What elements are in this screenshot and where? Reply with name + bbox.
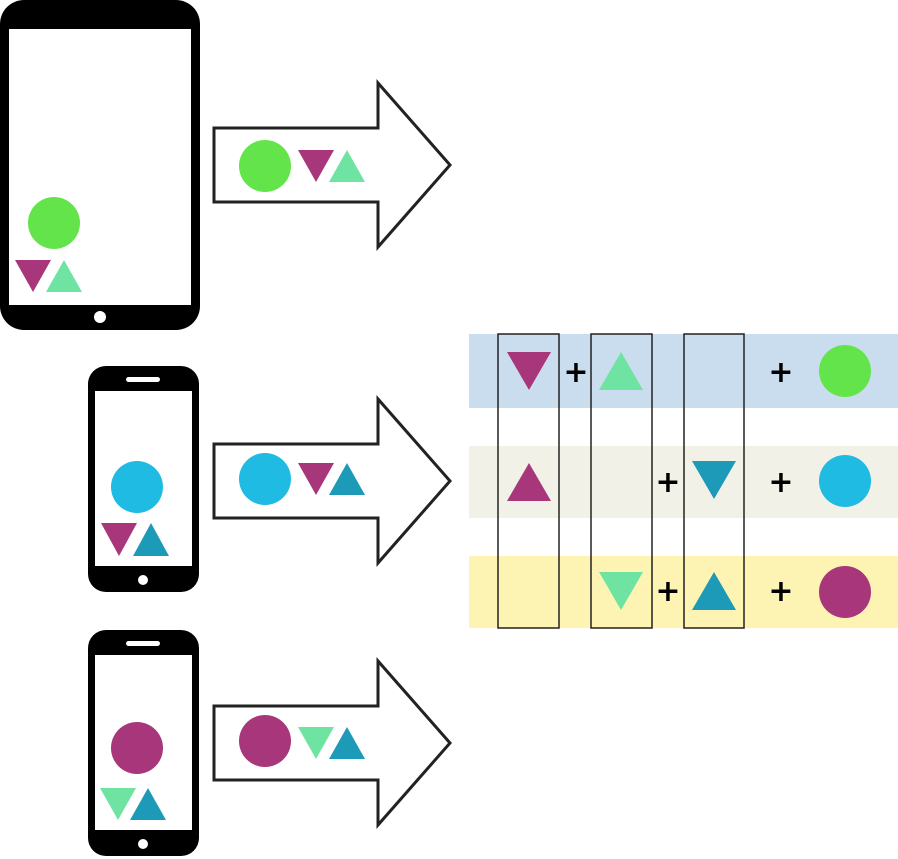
- devices-group: [0, 0, 200, 856]
- row-1-result-circle: [819, 345, 871, 397]
- arrow-2-circle-shape: [239, 453, 291, 505]
- phone-2-home-button: [138, 839, 148, 849]
- phone-1-down-triangle: [101, 523, 137, 556]
- row-1-plus-result: +: [768, 355, 793, 390]
- phone-device-2: [88, 630, 199, 856]
- row-3-col-3-up-triangle: [692, 572, 736, 610]
- arrow-1: [212, 79, 452, 251]
- arrow-1-circle-shape: [239, 140, 291, 192]
- arrows-group: [212, 79, 452, 829]
- aggregation-grid: + + + + + +: [469, 333, 898, 629]
- phone-2-circle-shape: [111, 722, 163, 774]
- phone-1-home-button: [138, 575, 148, 585]
- row-1-col-1-down-triangle: [507, 352, 551, 390]
- row-3-plus-1: +: [655, 574, 680, 609]
- arrow-3-up-triangle: [329, 727, 365, 759]
- row-1-col-2-up-triangle: [599, 352, 643, 390]
- phone-2-speaker: [126, 641, 160, 646]
- tablet-device: [0, 0, 200, 330]
- arrow-2: [212, 395, 452, 567]
- column-2-box: [590, 333, 653, 629]
- row-3-result-circle: [819, 566, 871, 618]
- row-2-result-circle: [819, 455, 871, 507]
- phone-1-circle-shape: [111, 461, 163, 513]
- arrow-3-down-triangle: [298, 727, 334, 759]
- arrow-1-outline: [212, 79, 452, 251]
- row-2-col-1-up-triangle: [507, 463, 551, 501]
- row-1-plus-1: +: [563, 355, 588, 390]
- row-3-col-2-down-triangle: [599, 572, 643, 610]
- arrow-2-down-triangle: [298, 463, 334, 495]
- tablet-up-triangle: [46, 260, 82, 292]
- phone-2-up-triangle: [130, 788, 166, 820]
- arrow-1-down-triangle: [298, 150, 334, 182]
- phone-1-up-triangle: [133, 523, 169, 556]
- phone-2-down-triangle: [100, 788, 136, 820]
- phone-1-speaker: [126, 377, 160, 382]
- row-3-plus-result: +: [768, 574, 793, 609]
- tablet-circle-shape: [28, 197, 80, 249]
- column-1-box: [497, 333, 560, 629]
- row-2-plus-result: +: [768, 465, 793, 500]
- tablet-down-triangle: [15, 260, 51, 292]
- row-2-col-3-down-triangle: [692, 461, 736, 499]
- arrow-3-circle-shape: [239, 715, 291, 767]
- arrow-2-up-triangle: [329, 463, 365, 495]
- row-2-plus-1: +: [655, 465, 680, 500]
- phone-device-1: [88, 366, 199, 592]
- tablet-screen: [9, 29, 191, 305]
- tablet-home-button: [94, 311, 106, 323]
- column-3-box: [683, 333, 745, 629]
- arrow-2-outline: [212, 395, 452, 567]
- arrow-3-outline: [212, 657, 452, 829]
- arrow-1-up-triangle: [329, 150, 365, 182]
- arrow-3: [212, 657, 452, 829]
